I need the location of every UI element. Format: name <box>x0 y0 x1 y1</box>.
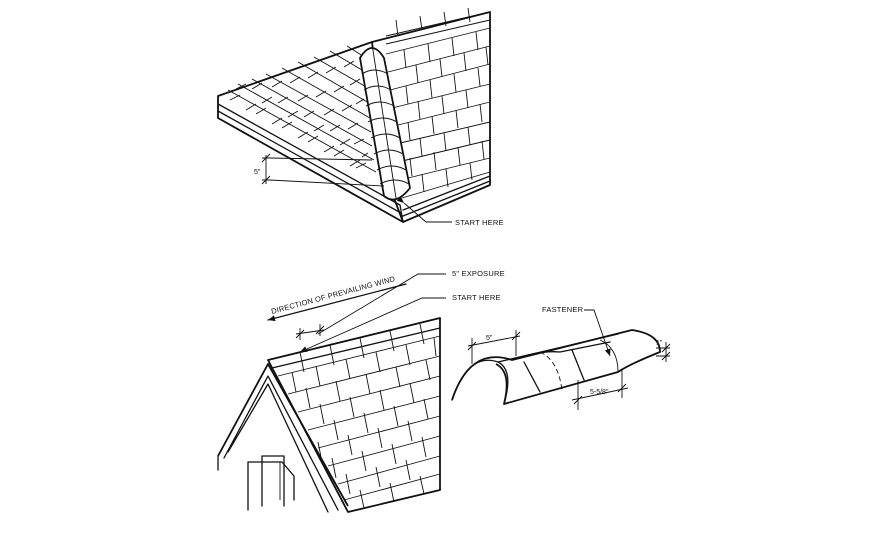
cap-exposure-label: 5" <box>486 335 493 342</box>
wind-direction-label: DIRECTION OF PREVAILING WIND <box>270 274 396 316</box>
cap-shingle-body <box>451 329 661 405</box>
cap-length-label: 5-5/8" <box>590 389 609 396</box>
left-fascia <box>217 103 402 214</box>
wind-arrow <box>267 283 407 322</box>
gable-shingle-joints <box>291 323 437 509</box>
cap-overlap-line <box>539 351 563 391</box>
bottom-start-here-label: START HERE <box>452 293 501 302</box>
right-fascia <box>402 175 491 217</box>
top-exposure-dimension: 5" <box>254 153 385 187</box>
right-shingle-courses <box>385 27 491 199</box>
right-shingle-joints <box>395 7 489 193</box>
gable-vent <box>217 455 295 511</box>
gable-window <box>261 455 285 507</box>
cap-shingle-detail: FASTENER 5" 5-5/8" 1" <box>451 305 671 410</box>
top-exposure-label: 5" <box>254 169 261 176</box>
cap-thickness-label: 1" <box>656 340 663 347</box>
right-roof-plane <box>371 11 491 223</box>
top-start-here-label: START HERE <box>455 218 504 227</box>
left-shingle-courses <box>227 45 377 173</box>
fastener-label: FASTENER <box>542 305 584 314</box>
fastener-leader <box>584 309 611 357</box>
ridge-cap <box>359 43 411 201</box>
exposure-label: 5" EXPOSURE <box>452 269 505 278</box>
hip-ridge-detail: 5" START HERE <box>217 7 504 227</box>
left-shingle-joints <box>229 60 369 169</box>
